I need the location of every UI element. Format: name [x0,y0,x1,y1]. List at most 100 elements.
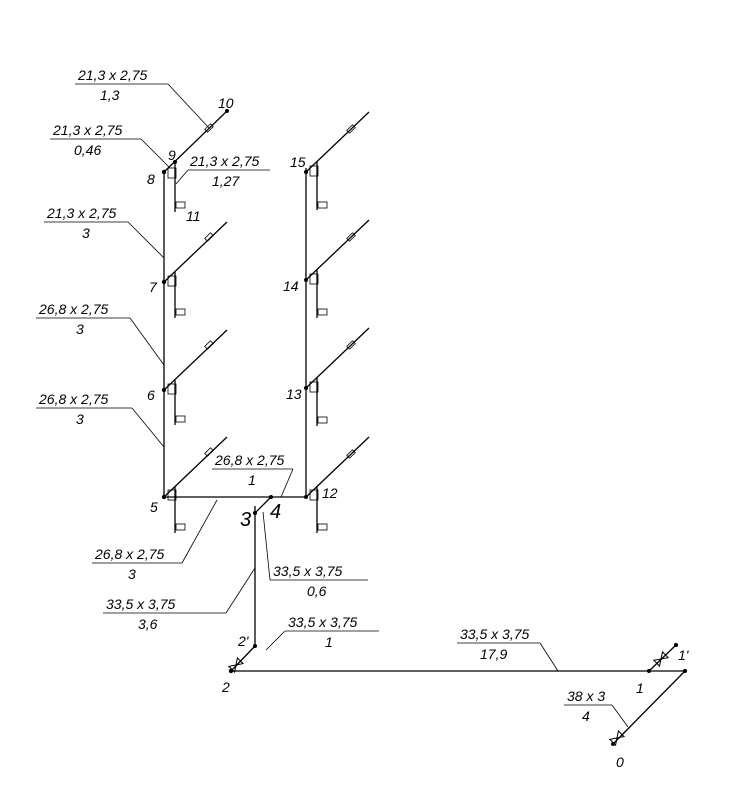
branch-7 [163,221,228,283]
segment-label: 26,8 x 2,75 3 [36,301,165,366]
segment-label: 33,5 x 3,75 3,6 [103,567,256,632]
segment-size: 26,8 x 2,75 [94,546,164,562]
fixture-icon [309,165,328,209]
node-label-2-prime: 2' [237,633,250,649]
junction-dot [304,170,308,174]
node-label-2: 2 [221,679,230,695]
segment-label: 33,5 x 3,75 1 [265,614,379,651]
segment-label: 26,8 x 2,75 1 [212,452,294,498]
junction-dots [161,109,687,746]
branch-14 [305,219,370,281]
node-label-1: 1 [636,680,644,696]
segment-size: 26,8 x 2,75 [38,301,108,317]
junction-dot [161,279,167,285]
segment-length: 3 [82,225,90,241]
junction-dot [173,160,177,164]
segment-length: 1,3 [100,87,120,103]
segment-label: 21,3 x 2,75 1,3 [75,67,210,129]
node-label-13: 13 [286,386,302,402]
junction-dot [161,387,167,393]
segment-length: 17,9 [480,646,507,662]
segment-size: 33,5 x 3,75 [273,563,342,579]
junction-dot [253,644,257,648]
junction-dot [161,494,167,500]
tap-icon [346,232,356,242]
fixture-icon [167,275,186,316]
junction-dot [683,669,687,673]
node-label-12: 12 [322,485,338,501]
segment-label: 21,3 x 2,75 0,46 [50,122,171,169]
segment-size: 21,3 x 2,75 [46,205,116,221]
branch-6 [163,329,228,391]
segment-labels: 21,3 x 2,75 1,3 21,3 x 2,75 0,46 21,3 x … [36,67,629,728]
segment-size: 21,3 x 2,75 [189,153,259,169]
pipe-network [163,110,686,745]
node-label-5: 5 [150,499,158,515]
junction-dot [611,742,615,746]
junction-dot [161,169,167,175]
segment-length: 3,6 [138,616,158,632]
node-label-0: 0 [616,754,624,770]
segment-length: 0,6 [307,583,327,599]
node-label-6: 6 [147,387,155,403]
segment-length: 1 [325,634,333,650]
node-label-1-prime: 1' [678,647,690,663]
node-label-9: 9 [168,147,176,163]
segment-length: 4 [582,708,590,724]
segment-length: 3 [76,321,84,337]
segment-size: 21,3 x 2,75 [77,67,147,83]
fixture-icon [167,167,186,209]
pipe-3-4 [254,496,272,514]
tap-icon [204,340,214,350]
junction-dot [647,669,651,673]
fixture-icon [309,381,328,424]
branch-15 [305,111,370,173]
segment-size: 26,8 x 2,75 [214,452,284,468]
tap-icon [204,447,214,457]
segment-length: 1 [248,472,256,488]
tap-icon [346,124,356,134]
node-label-3: 3 [240,509,251,531]
segment-label: 26,8 x 2,75 3 [36,391,165,448]
pipe-2-2prime [230,645,256,672]
segment-size: 33,5 x 3,75 [288,614,357,630]
pipe-0-1 [612,670,686,745]
segment-label: 21,3 x 2,75 3 [44,205,165,259]
junction-dot [269,495,273,499]
branch-13 [305,327,370,389]
fixture-symbols [167,123,356,531]
segment-size: 33,5 x 3,75 [460,626,529,642]
segment-size: 21,3 x 2,75 [52,122,122,138]
segment-length: 1,27 [212,173,240,189]
fixture-icon [309,489,328,531]
tap-icon [346,449,356,459]
fixture-icon [167,383,186,423]
node-label-10: 10 [218,95,234,111]
node-label-7: 7 [149,279,158,295]
segment-size: 33,5 x 3,75 [106,596,175,612]
segment-length: 3 [128,566,136,582]
node-label-11: 11 [186,208,201,224]
segment-label: 21,3 x 2,75 1,27 [175,153,270,189]
segment-size: 26,8 x 2,75 [38,391,108,407]
segment-label: 38 x 3 4 [564,688,629,728]
node-label-8: 8 [147,171,155,187]
pipe-1-1prime [648,644,677,672]
segment-label: 33,5 x 3,75 0,6 [262,511,368,599]
node-labels: 0 1 1' 2 2' 3 4 5 6 7 8 9 10 11 12 13 14… [147,95,690,770]
junction-dot [228,668,234,674]
junction-dot [304,278,308,282]
junction-dot [253,511,257,515]
node-label-4: 4 [270,501,281,523]
junction-dot [304,495,308,499]
segment-length: 0,46 [74,142,101,158]
segment-label: 33,5 x 3,75 17,9 [457,626,559,672]
segment-size: 38 x 3 [567,688,605,704]
segment-label: 26,8 x 2,75 3 [92,499,218,582]
tap-icon [204,232,214,242]
junction-dot [674,643,678,647]
junction-dot [225,109,229,113]
fixture-icon [309,273,328,316]
